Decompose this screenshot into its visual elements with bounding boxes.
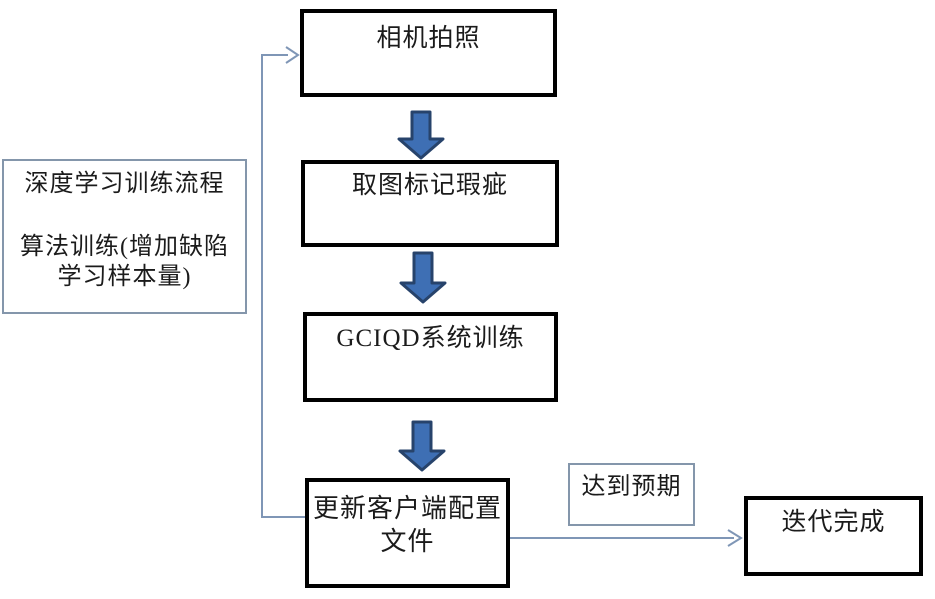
flow-node-iteration-done-label: 迭代完成	[781, 509, 886, 536]
flow-node-mark-defects: 取图标记瑕疵	[301, 160, 559, 247]
flow-node-camera: 相机拍照	[300, 9, 557, 97]
process-note-line3: 学习样本量)	[57, 264, 192, 290]
flow-node-mark-defects-label: 取图标记瑕疵	[351, 172, 508, 199]
flow-node-iteration-done: 迭代完成	[744, 496, 923, 576]
flow-node-camera-label: 相机拍照	[376, 25, 481, 52]
feedback-connector-line	[261, 54, 305, 518]
flow-node-update-config: 更新客户端配置 文件	[305, 478, 510, 588]
flow-node-expectation: 达到预期	[568, 463, 695, 526]
flow-node-system-training-label: GCIQD系统训练	[336, 325, 525, 352]
done-arrowhead-icon	[727, 529, 743, 547]
flow-node-update-config-line2: 文件	[380, 527, 435, 556]
feedback-arrowhead-icon	[285, 46, 300, 64]
flow-node-expectation-label: 达到预期	[581, 474, 682, 500]
flow-node-system-training: GCIQD系统训练	[303, 312, 558, 402]
process-note-line2: 算法训练(增加缺陷	[20, 234, 229, 260]
flow-node-process-note: 深度学习训练流程 算法训练(增加缺陷 学习样本量)	[2, 159, 247, 314]
down-block-arrow-3-icon	[398, 420, 446, 472]
process-note-line1: 深度学习训练流程	[24, 171, 225, 197]
down-block-arrow-1-icon	[397, 110, 445, 160]
flow-node-update-config-line1: 更新客户端配置	[312, 494, 502, 523]
down-block-arrow-2-icon	[399, 251, 447, 304]
